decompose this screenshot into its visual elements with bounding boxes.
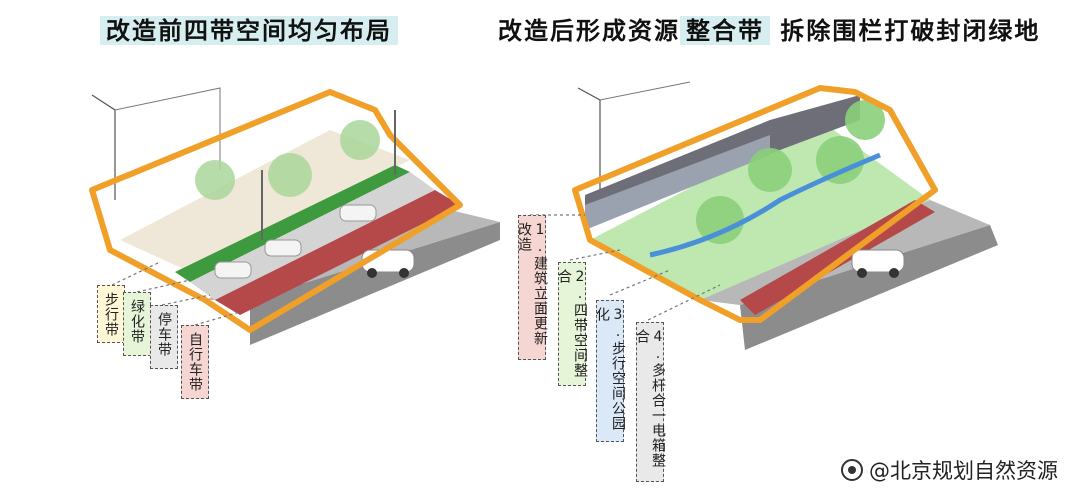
tag-bike-zone: 自行车带 xyxy=(181,325,209,399)
tag-facade-update-label: 1.建筑立面更新改造 xyxy=(516,222,548,346)
tag-green-zone: 绿化带 xyxy=(123,292,151,356)
bike-lane xyxy=(215,190,460,315)
project-outline-right xyxy=(572,85,938,323)
weibo-logo-icon xyxy=(841,459,863,481)
tag-walk-park: 3.步行空间公园化 xyxy=(594,300,626,442)
before-illustration xyxy=(89,87,500,345)
tag-pole-box-integration-label: 4.多杆合一电箱整合 xyxy=(634,329,666,468)
left-title: 改造前四带空间均匀布局 xyxy=(100,12,398,50)
tag-parking-zone-label: 停车带 xyxy=(156,312,172,357)
tag-bike-zone-label: 自行车带 xyxy=(187,332,203,392)
tag-parking-zone: 停车带 xyxy=(150,305,178,369)
sidewalk xyxy=(120,130,410,272)
right-title-part1: 改造后形成资源 xyxy=(498,16,680,45)
right-title-highlight: 整合带 xyxy=(680,16,770,45)
tag-facade-update: 1.建筑立面更新改造 xyxy=(516,215,548,360)
project-outline-left xyxy=(89,89,463,333)
tag-walk-zone-label: 步行带 xyxy=(103,292,119,337)
tag-pole-box-integration: 4.多杆合一电箱整合 xyxy=(634,322,666,482)
watermark: @北京规划自然资源 xyxy=(841,455,1058,485)
green-strip xyxy=(175,165,410,282)
tag-green-zone-label: 绿化带 xyxy=(129,299,145,344)
leader-lines xyxy=(111,214,721,326)
right-title-part2: 拆除围栏打破封闭绿地 xyxy=(770,16,1041,45)
tag-four-zone-integration: 2.四带空间整合 xyxy=(556,262,588,386)
tag-four-zone-integration-label: 2.四带空间整合 xyxy=(556,269,588,378)
left-title-text: 改造前四带空间均匀布局 xyxy=(100,16,398,45)
road-edge xyxy=(250,222,500,345)
after-illustration xyxy=(572,81,998,350)
tag-walk-zone: 步行带 xyxy=(97,285,125,343)
tag-walk-park-label: 3.步行空间公园化 xyxy=(594,307,626,431)
right-title: 改造后形成资源整合带 拆除围栏打破封闭绿地 xyxy=(498,12,1040,50)
watermark-text: @北京规划自然资源 xyxy=(869,459,1058,483)
